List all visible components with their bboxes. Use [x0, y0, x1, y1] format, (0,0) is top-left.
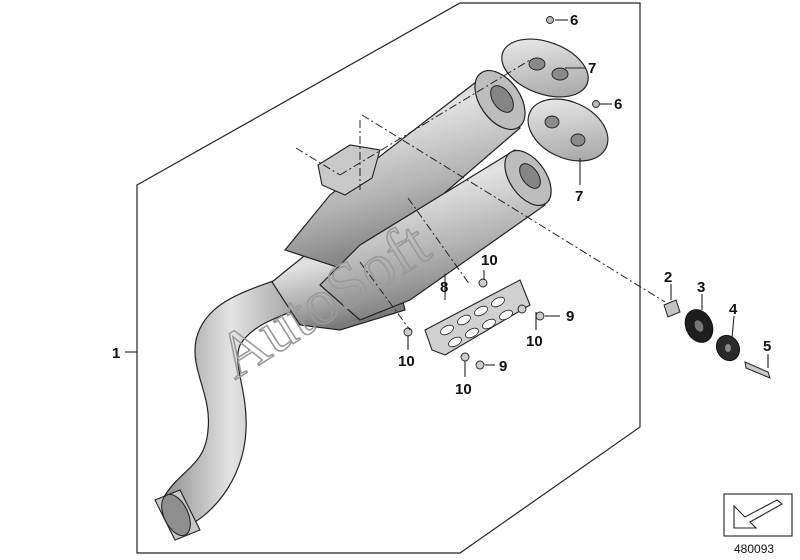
- assembly-boundary: [136, 2, 641, 554]
- callout-2: 2: [664, 269, 672, 286]
- washer-10-right: [517, 304, 527, 314]
- callout-5: 5: [763, 338, 771, 355]
- assembly-guide-lines: [295, 59, 666, 331]
- washer-10-left: [403, 327, 413, 337]
- callout-6-upper: 6: [570, 12, 578, 29]
- callout-10-bottom: 10: [455, 381, 472, 398]
- end-cap-upper: [501, 38, 589, 98]
- nut-9-bottom: [475, 360, 485, 370]
- callout-10-top: 10: [481, 252, 498, 269]
- pipe-end-opening: [161, 493, 191, 537]
- callout-1: 1: [112, 345, 120, 362]
- callout-9-right: 9: [566, 308, 574, 325]
- washer-10-bottom: [460, 352, 470, 362]
- callout-3: 3: [697, 279, 705, 296]
- end-cap-lower: [527, 98, 609, 162]
- lower-muffler-outlet: [519, 163, 541, 189]
- callout-7-lower: 7: [575, 188, 583, 205]
- cap-screw-upper: [546, 16, 554, 24]
- heat-shield: [424, 279, 531, 356]
- callout-9-bottom: 9: [499, 358, 507, 375]
- cap-screw-lower: [592, 100, 600, 108]
- lower-muffler-body: [319, 149, 546, 321]
- washer-10-top: [478, 278, 488, 288]
- callout-10-left: 10: [398, 353, 415, 370]
- rubber-mount-hole: [694, 320, 704, 332]
- reference-box: [723, 493, 793, 537]
- washer-hole: [725, 344, 731, 352]
- callout-leaders: [125, 19, 769, 377]
- reference-number: 480093: [734, 542, 774, 556]
- callout-6-lower: 6: [614, 96, 622, 113]
- mounting-bracket: [317, 144, 381, 196]
- callout-10-right: 10: [526, 333, 543, 350]
- nut-9-right: [535, 311, 545, 321]
- callout-4: 4: [729, 301, 738, 318]
- upper-muffler-outlet: [490, 85, 514, 113]
- exhaust-system: [154, 70, 552, 541]
- arrow-icon: [733, 499, 783, 529]
- callout-7-upper: 7: [588, 60, 596, 77]
- bushing-part-2: [663, 299, 681, 318]
- callout-8: 8: [440, 279, 448, 296]
- bolt-part-5: [744, 361, 771, 379]
